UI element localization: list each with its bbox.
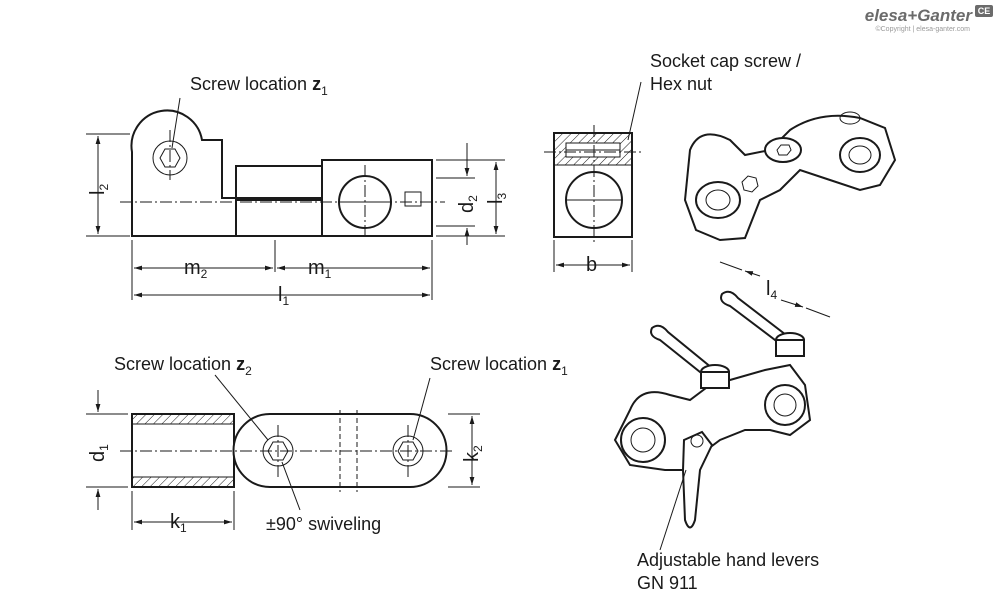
dim-l4: l4 <box>766 278 777 302</box>
ce-badge: CE <box>975 5 993 17</box>
side-view <box>86 97 505 300</box>
socket-cap-screw-label: Socket cap screw / <box>650 51 801 71</box>
dim-k1: k1 <box>170 511 187 535</box>
swiveling-label: ±90° swiveling <box>266 514 381 534</box>
brand-logo: elesa+Ganter <box>864 6 972 25</box>
dim-d2: d2 <box>456 195 480 213</box>
dim-m2: m2 <box>184 257 208 281</box>
dim-b: b <box>586 254 597 276</box>
isometric-view <box>683 111 897 242</box>
copyright-note: ©Copyright | elesa-ganter.com <box>875 26 970 33</box>
dim-l3: l3 <box>485 193 509 204</box>
dim-m1: m1 <box>308 257 332 281</box>
dim-l2: l2 <box>87 184 111 195</box>
end-view <box>544 81 642 272</box>
svg-text:CE: CE <box>978 6 991 16</box>
screw-location-z2-label: Screw location z2 <box>114 354 252 378</box>
dim-d1: d1 <box>87 444 111 462</box>
hex-nut-label: Hex nut <box>650 74 712 94</box>
top-view <box>86 374 480 530</box>
gn911-label: GN 911 <box>637 573 698 593</box>
screw-location-z1-bottom-label: Screw location z1 <box>430 354 568 378</box>
isometric-levers-view <box>613 261 831 551</box>
dim-l1: l1 <box>278 284 289 308</box>
screw-location-z1-top-label: Screw location z1 <box>190 74 328 98</box>
adjustable-levers-label: Adjustable hand levers <box>637 550 819 570</box>
dim-k2: k2 <box>461 445 485 462</box>
hex-nut-icon <box>159 148 181 168</box>
